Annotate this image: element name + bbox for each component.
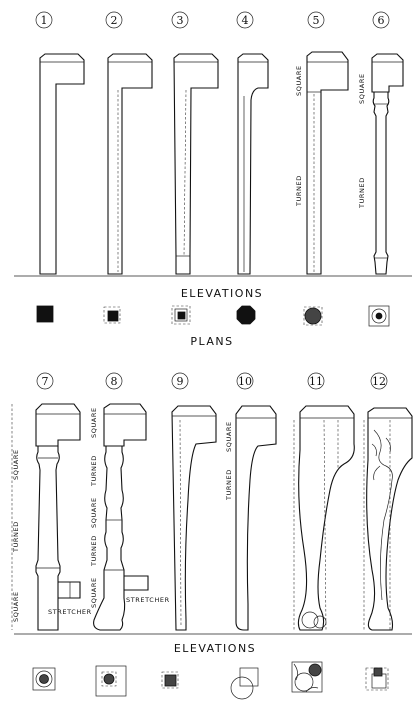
label-turned-7: TURNED bbox=[12, 521, 20, 553]
bottom-elevations-caption: ELEVATIONS bbox=[174, 642, 256, 655]
svg-text:6: 6 bbox=[378, 14, 385, 27]
label-stretcher-8: STRETCHER bbox=[126, 596, 170, 604]
label-square-7a: SQUARE bbox=[12, 449, 20, 480]
svg-text:12: 12 bbox=[372, 375, 386, 388]
svg-text:5: 5 bbox=[313, 14, 320, 27]
plan-12 bbox=[365, 667, 389, 691]
elevation-leg-10: SQUARE TURNED bbox=[225, 405, 277, 631]
label-square-8a: SQUARE bbox=[90, 407, 98, 438]
svg-text:7: 7 bbox=[42, 375, 49, 388]
elevation-leg-12 bbox=[363, 407, 413, 631]
svg-text:1: 1 bbox=[41, 14, 48, 27]
label-square-7b: SQUARE bbox=[12, 591, 20, 622]
leg-number-1: 1 bbox=[35, 11, 53, 29]
label-square-8c: SQUARE bbox=[90, 577, 98, 608]
leg-number-11: 11 bbox=[307, 372, 325, 390]
bottom-numbers: 7 8 9 10 11 12 bbox=[36, 372, 388, 390]
leg-number-2: 2 bbox=[105, 11, 123, 29]
label-turned-6: TURNED bbox=[358, 177, 366, 209]
elevation-leg-4 bbox=[237, 53, 269, 275]
label-square-5: SQUARE bbox=[295, 65, 303, 96]
label-square-10: SQUARE bbox=[225, 421, 233, 452]
bottom-plans bbox=[32, 661, 389, 700]
elevation-leg-5: SQUARE TURNED bbox=[295, 51, 349, 275]
plan-10 bbox=[230, 667, 259, 700]
leg-number-10: 10 bbox=[236, 372, 254, 390]
label-square-6: SQUARE bbox=[358, 73, 366, 104]
plan-2 bbox=[103, 306, 121, 324]
elevation-leg-7: SQUARE TURNED SQUARE STRETCHER bbox=[11, 403, 92, 631]
leg-number-6: 6 bbox=[372, 11, 390, 29]
plans-caption: PLANS bbox=[190, 335, 233, 348]
top-plans bbox=[36, 305, 390, 327]
leg-number-4: 4 bbox=[236, 11, 254, 29]
plan-11 bbox=[291, 661, 323, 693]
label-turned-8b: TURNED bbox=[90, 535, 98, 567]
elevation-leg-3 bbox=[173, 53, 219, 275]
plan-5 bbox=[303, 306, 323, 326]
elevation-leg-2 bbox=[107, 53, 153, 275]
leg-number-5: 5 bbox=[307, 11, 325, 29]
svg-text:4: 4 bbox=[242, 14, 249, 27]
leg-number-9: 9 bbox=[171, 372, 189, 390]
plan-7 bbox=[32, 667, 56, 691]
svg-text:9: 9 bbox=[177, 375, 184, 388]
svg-text:3: 3 bbox=[177, 14, 184, 27]
plan-9 bbox=[161, 671, 179, 689]
plan-1 bbox=[36, 305, 54, 323]
elevation-leg-11 bbox=[293, 405, 355, 631]
svg-text:11: 11 bbox=[309, 375, 323, 388]
elevation-leg-1 bbox=[39, 53, 85, 275]
plan-3 bbox=[171, 305, 191, 325]
top-elevations-caption: ELEVATIONS bbox=[181, 287, 263, 300]
svg-text:8: 8 bbox=[111, 375, 118, 388]
top-numbers: 1 2 3 4 5 6 bbox=[35, 11, 390, 29]
plan-4 bbox=[236, 305, 256, 325]
label-turned-5: TURNED bbox=[295, 175, 303, 207]
elevation-leg-8: SQUARE TURNED SQUARE TURNED SQUARE STRET… bbox=[90, 403, 170, 631]
leg-number-12: 12 bbox=[370, 372, 388, 390]
elevation-leg-6: SQUARE TURNED bbox=[358, 53, 404, 275]
label-turned-8a: TURNED bbox=[90, 455, 98, 487]
plan-8 bbox=[95, 665, 127, 697]
label-stretcher-7: STRETCHER bbox=[48, 608, 92, 616]
label-square-8b: SQUARE bbox=[90, 497, 98, 528]
svg-text:2: 2 bbox=[111, 14, 118, 27]
leg-number-8: 8 bbox=[105, 372, 123, 390]
elevation-leg-9 bbox=[171, 405, 217, 631]
leg-number-3: 3 bbox=[171, 11, 189, 29]
label-turned-10: TURNED bbox=[225, 469, 233, 501]
leg-number-7: 7 bbox=[36, 372, 54, 390]
svg-text:10: 10 bbox=[238, 375, 252, 388]
plan-6 bbox=[368, 305, 390, 327]
